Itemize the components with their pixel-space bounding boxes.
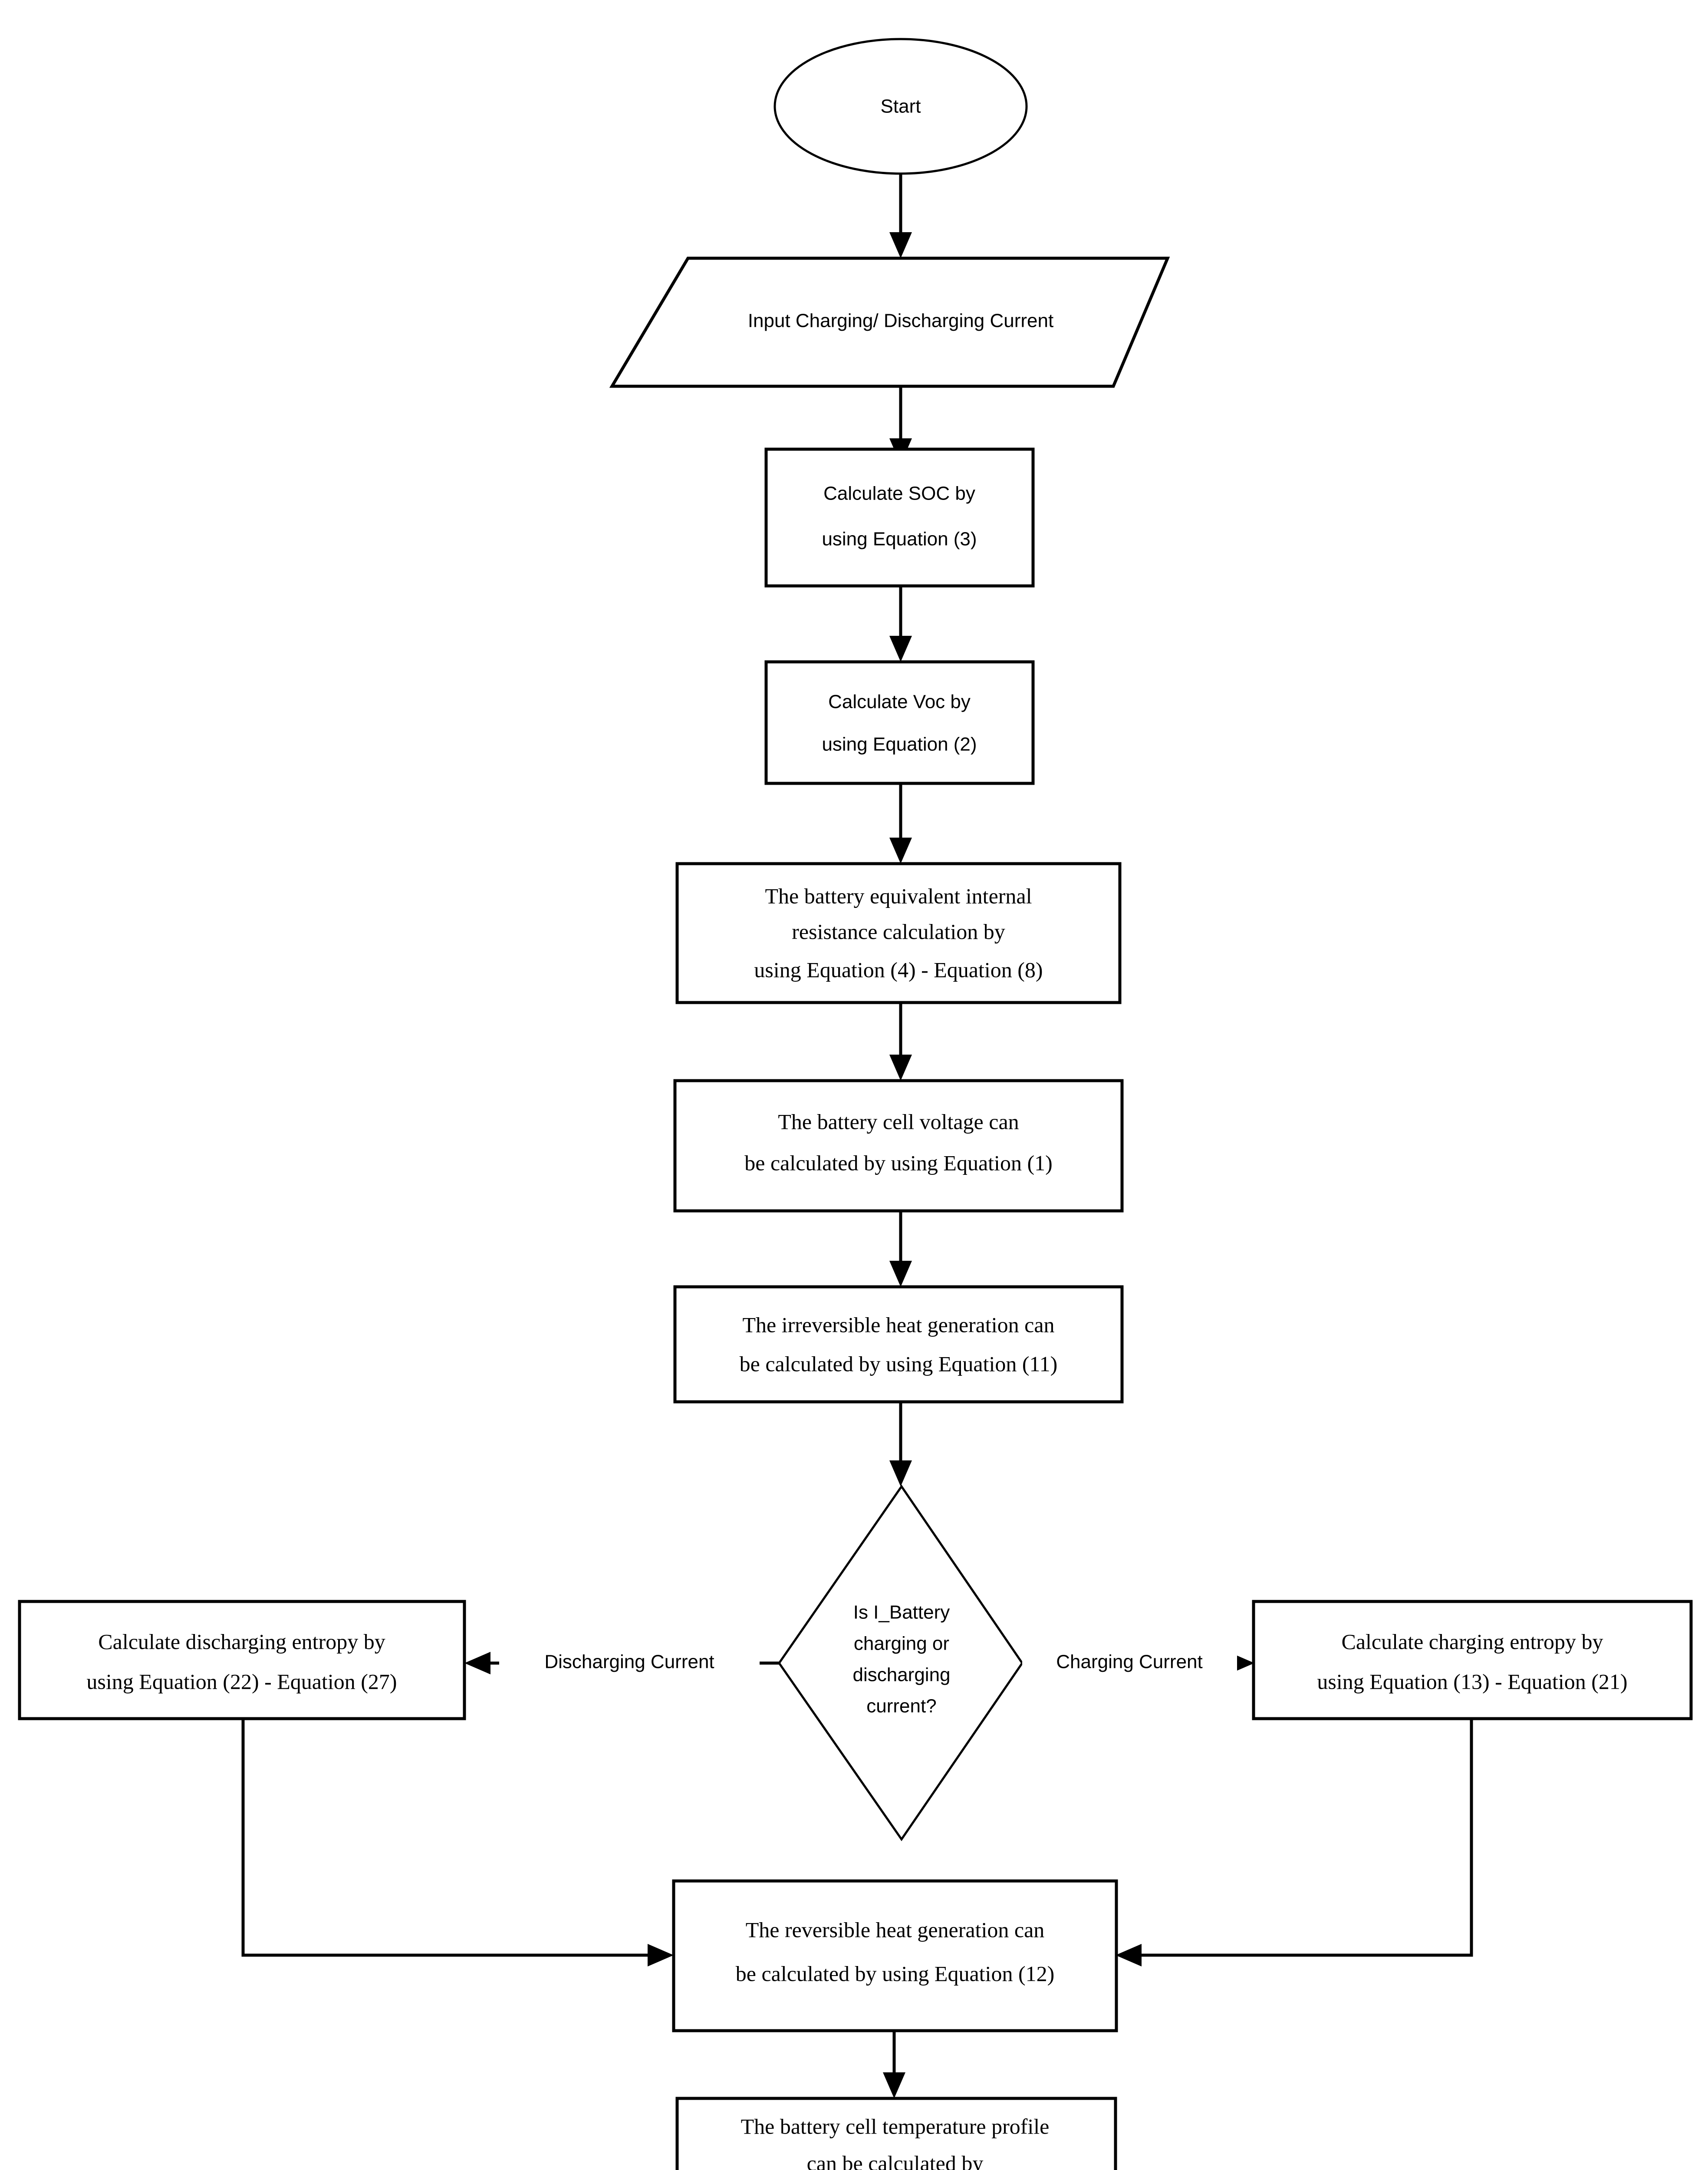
- cell-voltage-line1: The battery cell voltage can: [778, 1109, 1019, 1134]
- internal-resistance-box: [675, 862, 1122, 1004]
- reversible-heat-line1: The reversible heat generation can: [746, 1917, 1045, 1942]
- temperature-profile-line1: The battery cell temperature profile: [741, 2114, 1050, 2138]
- reversible-heat-line2: be calculated by using Equation (12): [736, 1961, 1055, 1986]
- charging-label-backdrop: [1022, 1647, 1237, 1680]
- charging-current-label: Charging Current: [1056, 1651, 1203, 1673]
- connector-soc-to-voc: [889, 586, 912, 662]
- calculate-voc-box: [764, 660, 1035, 785]
- connector-reversible-to-temperature: [883, 2031, 905, 2098]
- node-start[interactable]: Start: [773, 38, 1028, 175]
- node-reversible-heat[interactable]: The reversible heat generation can be ca…: [672, 1879, 1118, 2032]
- discharging-entropy-line1: Calculate discharging entropy by: [98, 1629, 385, 1654]
- decision-line4: current?: [866, 1696, 936, 1717]
- input-parallelogram: [609, 256, 1170, 388]
- internal-resistance-line1: The battery equivalent internal: [765, 884, 1032, 908]
- input-current-label: Input Charging/ Discharging Current: [748, 310, 1053, 332]
- cell-voltage-line2: be calculated by using Equation (1): [744, 1151, 1053, 1175]
- charging-entropy-box: [1252, 1600, 1693, 1720]
- irreversible-heat-line1: The irreversible heat generation can: [742, 1312, 1054, 1337]
- calculate-voc-line1: Calculate Voc by: [828, 691, 971, 713]
- calculate-soc-line1: Calculate SOC by: [823, 483, 975, 504]
- connector-discharging-to-reversible: [241, 1719, 674, 1966]
- temperature-profile-line2: can be calculated by: [807, 2151, 984, 2170]
- node-irreversible-heat[interactable]: The irreversible heat generation can be …: [673, 1285, 1124, 1404]
- edge-label-charging-current: Charging Current: [1022, 1647, 1237, 1680]
- node-calculate-soc[interactable]: Calculate SOC by using Equation (3): [764, 447, 1035, 588]
- edge-label-discharging-current: Discharging Current: [499, 1647, 760, 1680]
- reversible-heat-box: [672, 1879, 1118, 2032]
- discharging-current-label: Discharging Current: [544, 1651, 714, 1673]
- node-internal-resistance[interactable]: The battery equivalent internal resistan…: [675, 862, 1122, 1004]
- decision-line3: discharging: [852, 1664, 950, 1686]
- connector-voc-to-resistance: [889, 783, 912, 864]
- calculate-voc-line2: using Equation (2): [822, 734, 977, 755]
- decision-line1: Is I_Battery: [853, 1602, 950, 1623]
- connector-resistance-to-voltage: [889, 1003, 912, 1081]
- node-temperature-profile[interactable]: The battery cell temperature profile can…: [675, 2097, 1117, 2170]
- start-ellipse: [773, 38, 1028, 175]
- irreversible-heat-box: [673, 1285, 1124, 1404]
- internal-resistance-line3: using Equation (4) - Equation (8): [754, 957, 1043, 982]
- irreversible-heat-line2: be calculated by using Equation (11): [740, 1351, 1058, 1376]
- discharging-entropy-box: [18, 1600, 466, 1720]
- cell-voltage-box: [673, 1079, 1124, 1213]
- start-label: Start: [881, 96, 921, 117]
- discharging-entropy-line2: using Equation (22) - Equation (27): [86, 1669, 397, 1693]
- temperature-profile-box: [675, 2097, 1117, 2170]
- calculate-soc-box: [764, 447, 1035, 588]
- charging-entropy-line1: Calculate charging entropy by: [1341, 1629, 1603, 1654]
- charging-entropy-line2: using Equation (13) - Equation (21): [1317, 1669, 1627, 1693]
- internal-resistance-line2: resistance calculation by: [792, 919, 1005, 944]
- node-discharging-entropy[interactable]: Calculate discharging entropy by using E…: [18, 1600, 466, 1720]
- connector-irreversible-to-decision: [889, 1402, 912, 1486]
- connector-voltage-to-irreversible: [889, 1211, 912, 1287]
- node-cell-voltage[interactable]: The battery cell voltage can be calculat…: [673, 1079, 1124, 1213]
- node-calculate-voc[interactable]: Calculate Voc by using Equation (2): [764, 660, 1035, 785]
- connector-charging-to-reversible: [1116, 1719, 1473, 1966]
- calculate-soc-line2: using Equation (3): [822, 529, 977, 550]
- decision-line2: charging or: [854, 1633, 949, 1654]
- node-input-current[interactable]: Input Charging/ Discharging Current: [609, 256, 1170, 388]
- decision-diamond: [777, 1484, 1024, 1841]
- node-charging-entropy[interactable]: Calculate charging entropy by using Equa…: [1252, 1600, 1693, 1720]
- node-decision-current[interactable]: Is I_Battery charging or discharging cur…: [777, 1484, 1024, 1841]
- discharging-label-backdrop: [499, 1647, 760, 1680]
- connector-start-to-input: [889, 174, 912, 258]
